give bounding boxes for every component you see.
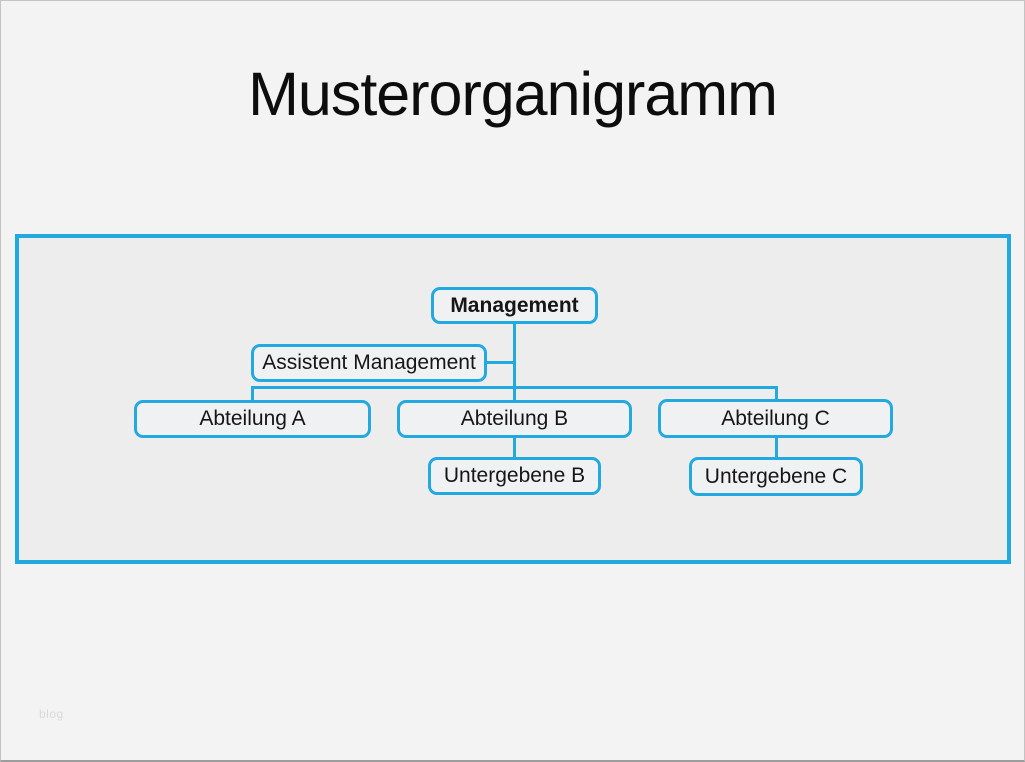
connector-drop-abteilung-c [775, 386, 778, 401]
connector-abteilung-c-to-untergebene-c [775, 437, 778, 458]
org-node-assistent-management: Assistent Management [251, 344, 487, 382]
org-node-untergebene-c: Untergebene C [689, 457, 863, 496]
blog-watermark: blog [39, 707, 64, 721]
connector-rail [251, 386, 778, 389]
connector-assistent-stub [487, 361, 514, 364]
org-node-abteilung-a: Abteilung A [134, 400, 371, 438]
org-node-untergebene-b: Untergebene B [428, 457, 601, 495]
connector-drop-abteilung-a [251, 386, 254, 401]
org-node-abteilung-c: Abteilung C [658, 399, 893, 438]
org-node-management: Management [431, 287, 598, 324]
connector-management-to-rail [513, 323, 516, 401]
org-node-abteilung-b: Abteilung B [397, 400, 632, 438]
page-title: Musterorganigramm [248, 60, 778, 128]
connector-abteilung-b-to-untergebene-b [513, 437, 516, 458]
